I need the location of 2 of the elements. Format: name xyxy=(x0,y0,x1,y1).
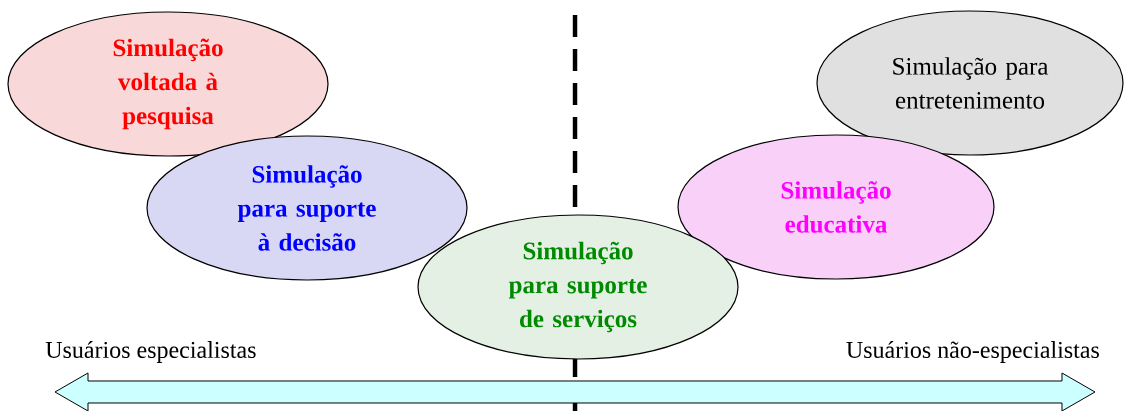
axis-label: Usuários especialistas xyxy=(45,341,256,363)
axis-label: Usuários não-especialistas xyxy=(846,341,1099,363)
